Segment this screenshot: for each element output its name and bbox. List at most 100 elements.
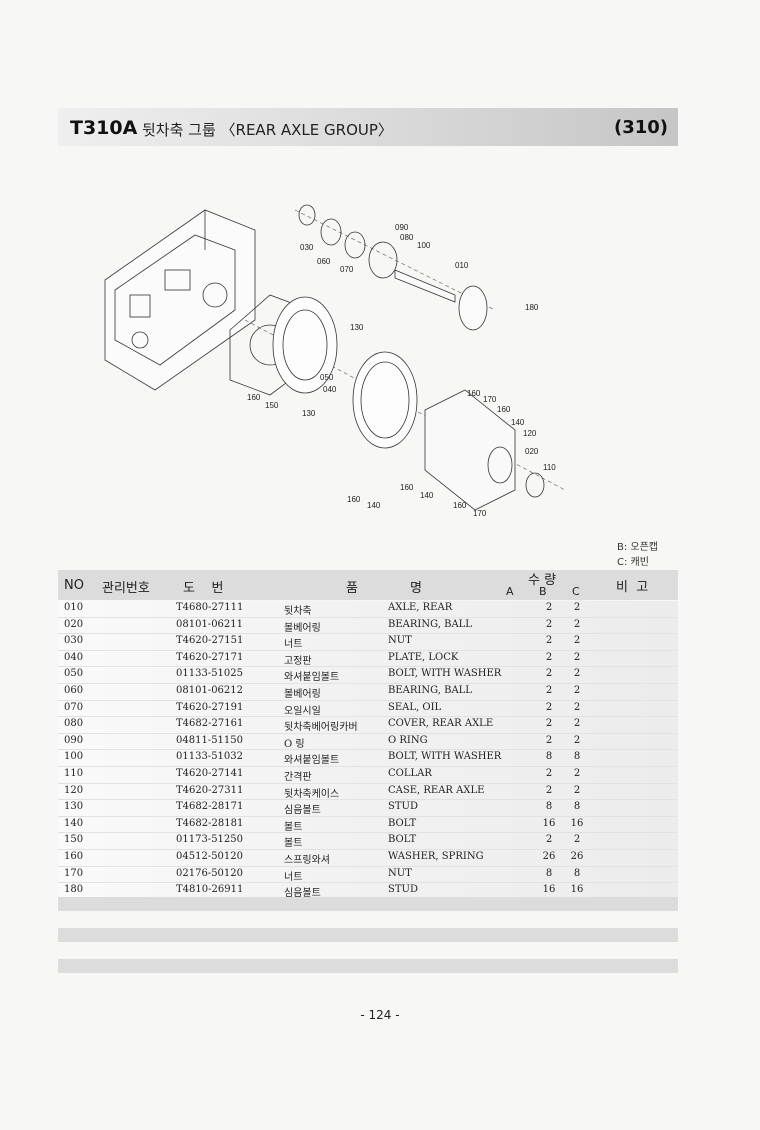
qty-b-cell: 8 <box>545 801 553 813</box>
part-no-cell: 120 <box>64 784 84 796</box>
qty-c-cell: 2 <box>573 684 581 696</box>
callout-label: 060 <box>317 257 331 266</box>
ring-housing-drawing <box>272 296 418 449</box>
part-number-cell: T4620-27311 <box>176 784 244 796</box>
empty-row-stripe <box>58 959 678 973</box>
callout-label: 170 <box>473 509 487 518</box>
axle-shaft-drawing <box>394 269 488 331</box>
part-number-cell: T4680-27111 <box>176 602 244 613</box>
bearings-drawing <box>298 204 545 498</box>
header-col-a: A <box>506 585 514 598</box>
title-bar: T310A 뒷차축 그룹 〈REAR AXLE GROUP〉 (310) <box>58 108 678 146</box>
qty-c-cell: 2 <box>573 701 581 713</box>
korean-name-cell: 와셔붙임볼트 <box>284 672 340 684</box>
model-code: T310A <box>70 117 138 139</box>
english-name-cell: BEARING, BALL <box>388 684 472 696</box>
qty-b-cell: 2 <box>545 635 553 647</box>
qty-b-cell: 16 <box>542 817 556 829</box>
part-no-cell: 030 <box>64 635 84 647</box>
part-no-cell: 080 <box>64 718 84 730</box>
english-name-cell: O RING <box>388 734 428 746</box>
header-qty: 수 량 <box>528 573 557 588</box>
callout-label: 160 <box>467 389 481 398</box>
qty-b-cell: 2 <box>545 651 553 663</box>
empty-row-stripe <box>58 897 678 911</box>
group-number: (310) <box>613 117 668 138</box>
qty-b-cell: 2 <box>545 602 553 613</box>
part-number-cell: 02176-50120 <box>176 867 244 879</box>
callout-label: 140 <box>511 418 525 427</box>
english-name-cell: CASE, REAR AXLE <box>388 784 485 796</box>
callout-label: 170 <box>483 395 497 404</box>
korean-name-cell: O 링 <box>284 738 305 750</box>
table-row: 170 02176-50120 너트 NUT 8 8 <box>58 866 678 884</box>
header-part-number: 도 번 <box>183 581 224 596</box>
callout-label: 090 <box>395 223 409 232</box>
callout-label: 160 <box>497 405 511 414</box>
qty-b-cell: 2 <box>545 668 553 680</box>
part-no-cell: 070 <box>64 701 84 713</box>
qty-b-cell: 16 <box>542 884 556 896</box>
part-number-cell: T4682-27161 <box>176 718 244 730</box>
part-no-cell: 040 <box>64 651 84 663</box>
qty-b-cell: 2 <box>545 767 553 779</box>
english-name-cell: NUT <box>388 635 412 647</box>
part-number-cell: 04512-50120 <box>176 850 244 862</box>
part-number-cell: T4810-26911 <box>176 884 244 896</box>
callout-label: 160 <box>453 501 467 510</box>
english-name-cell: BOLT <box>388 817 417 829</box>
header-col-b: B <box>539 585 547 598</box>
korean-name-cell: 오일시일 <box>284 705 321 717</box>
qty-c-cell: 2 <box>573 602 581 613</box>
part-no-cell: 160 <box>64 850 84 862</box>
korean-name-cell: 심음볼트 <box>284 888 321 900</box>
header-col-c: C <box>572 585 580 598</box>
part-no-cell: 090 <box>64 734 84 746</box>
callout-label: 130 <box>350 323 364 332</box>
english-name-cell: STUD <box>388 884 418 896</box>
callout-label: 070 <box>340 265 354 274</box>
legend-open-cap: B: 오픈캡 <box>617 542 659 553</box>
qty-b-cell: 2 <box>545 718 553 730</box>
english-name-cell: STUD <box>388 801 418 813</box>
part-no-cell: 170 <box>64 867 84 879</box>
korean-name-cell: 볼트 <box>284 838 303 850</box>
part-number-cell: T4620-27141 <box>176 767 244 779</box>
part-number-cell: 01133-51025 <box>176 668 244 680</box>
part-no-cell: 150 <box>64 834 84 846</box>
header-mgmt: 관리번호 <box>102 581 150 596</box>
callout-label: 100 <box>417 241 431 250</box>
callout-label: 030 <box>300 243 314 252</box>
callout-label: 010 <box>455 261 469 270</box>
qty-b-cell: 2 <box>545 684 553 696</box>
korean-name-cell: 너트 <box>284 871 303 883</box>
callout-label: 130 <box>302 409 316 418</box>
qty-c-cell: 8 <box>573 867 581 879</box>
empty-row-stripe <box>58 928 678 942</box>
english-name-cell: SEAL, OIL <box>388 701 442 713</box>
qty-c-cell: 8 <box>573 751 581 763</box>
korean-name-cell: 고정판 <box>284 655 312 667</box>
legend-cabin: C: 캐빈 <box>617 557 649 568</box>
qty-c-cell: 2 <box>573 618 581 630</box>
english-name-cell: AXLE, REAR <box>388 602 453 613</box>
header-remark: 비 고 <box>616 580 649 595</box>
part-number-cell: 01133-51032 <box>176 751 244 763</box>
english-name-cell: NUT <box>388 867 412 879</box>
callout-label: 020 <box>525 447 539 456</box>
korean-name-cell: 심음볼트 <box>284 805 321 817</box>
header-name-1: 품 <box>346 581 358 596</box>
axle-case-drawing <box>424 389 516 511</box>
callout-label: 140 <box>420 491 434 500</box>
qty-b-cell: 8 <box>545 867 553 879</box>
exploded-parts-diagram: 030 060 070 090 080 100 010 180 130 050 … <box>104 204 566 518</box>
qty-b-cell: 2 <box>545 784 553 796</box>
callout-label: 160 <box>247 393 261 402</box>
callout-label: 040 <box>323 385 337 394</box>
